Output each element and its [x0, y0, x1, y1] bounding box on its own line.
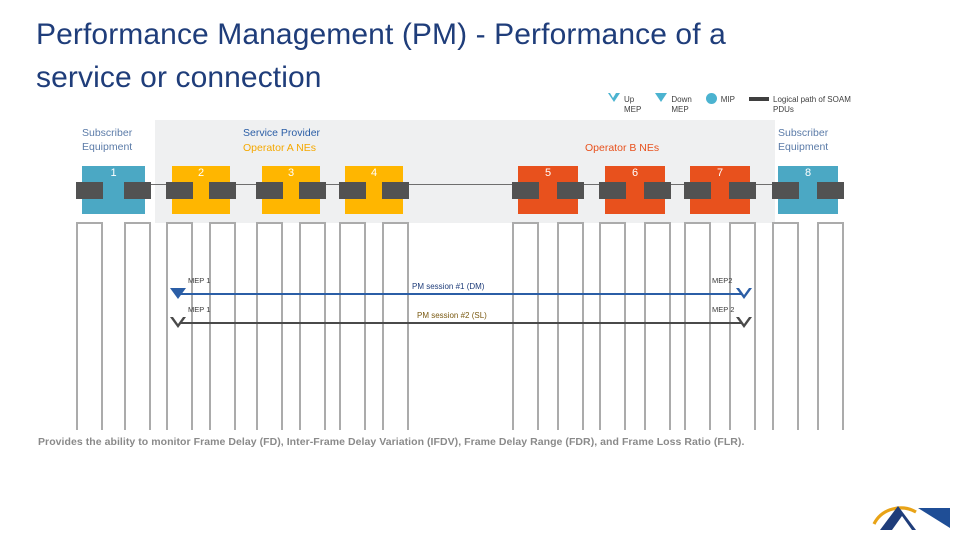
- node-port-left: [76, 182, 103, 199]
- session-dm-right-endpoint-icon: [736, 288, 752, 299]
- node-bracket: [299, 222, 326, 430]
- network-element-node[interactable]: 3: [256, 166, 326, 214]
- network-element-node[interactable]: 6: [599, 166, 671, 214]
- node-link: [744, 184, 784, 185]
- legend-item-logical-path: Logical path of SOAM PDUs: [749, 93, 851, 115]
- node-bracket: [76, 222, 103, 430]
- session-sl-left-endpoint-icon: [170, 317, 186, 328]
- triangle-hollow-icon: [608, 93, 620, 102]
- session-sl-left-endpoint-label: MEP 1: [188, 305, 211, 314]
- node-bracket: [382, 222, 409, 430]
- node-port-right: [817, 182, 844, 199]
- legend-item-up-mep: Up MEP: [608, 93, 641, 115]
- session-dm-left-endpoint-label: MEP 1: [188, 276, 211, 285]
- network-element-node[interactable]: 5: [512, 166, 584, 214]
- node-bracket: [256, 222, 283, 430]
- node-port-right: [729, 182, 756, 199]
- node-bracket: [209, 222, 236, 430]
- line-icon: [749, 97, 770, 101]
- triangle-filled-icon: [655, 93, 668, 102]
- node-label: 4: [370, 167, 378, 179]
- legend-label-up-mep: Up MEP: [624, 95, 642, 115]
- node-port-right: [209, 182, 236, 199]
- node-port-left: [512, 182, 539, 199]
- node-bracket: [166, 222, 193, 430]
- node-link: [224, 184, 268, 185]
- session-sl-label: PM session #2 (SL): [417, 311, 487, 320]
- label-operator-a: Operator A NEs: [243, 142, 316, 154]
- page-title: Performance Management (PM) - Performanc…: [36, 18, 726, 94]
- node-bracket: [339, 222, 366, 430]
- legend-label-mip: MIP: [720, 95, 736, 104]
- session-dm-label: PM session #1 (DM): [412, 282, 485, 291]
- session-line-sl: [178, 322, 744, 324]
- node-port-right: [124, 182, 151, 199]
- node-label: 8: [804, 167, 812, 179]
- node-port-right: [644, 182, 671, 199]
- node-label: 3: [287, 167, 295, 179]
- node-label: 7: [716, 167, 724, 179]
- legend-item-down-mep: Down MEP: [655, 93, 692, 115]
- node-link: [572, 184, 611, 185]
- node-bracket: [684, 222, 711, 430]
- network-element-node[interactable]: 7: [684, 166, 756, 214]
- node-port-left: [684, 182, 711, 199]
- node-link: [314, 184, 351, 185]
- node-bracket: [512, 222, 539, 430]
- node-bracket: [729, 222, 756, 430]
- legend-item-mip: MIP: [705, 93, 736, 105]
- node-label: 1: [110, 167, 117, 179]
- node-label: 2: [197, 167, 205, 179]
- legend-label-down-mep: Down MEP: [671, 95, 692, 115]
- node-bracket: [817, 222, 844, 430]
- node-link: [139, 184, 178, 185]
- node-bracket: [599, 222, 626, 430]
- node-port-right: [557, 182, 584, 199]
- label-service-provider: Service Provider: [243, 127, 321, 139]
- session-sl-right-endpoint-icon: [736, 317, 752, 328]
- node-label: 6: [631, 167, 639, 179]
- node-port-left: [339, 182, 366, 199]
- network-element-node[interactable]: 1: [76, 166, 151, 214]
- legend: Up MEP Down MEP MIP Logical path of SOAM…: [608, 93, 851, 115]
- node-port-left: [772, 182, 799, 199]
- node-link: [397, 184, 524, 185]
- slide-caption: Provides the ability to monitor Frame De…: [38, 436, 745, 448]
- company-logo: [872, 500, 950, 534]
- node-port-left: [599, 182, 626, 199]
- legend-label-logical-path: Logical path of SOAM PDUs: [773, 95, 851, 115]
- label-subscriber-equipment-left: Subscriber Equipment: [82, 127, 133, 153]
- network-element-node[interactable]: 2: [166, 166, 236, 214]
- session-sl-right-endpoint-label: MEP 2: [712, 305, 735, 314]
- network-element-node[interactable]: 8: [772, 166, 844, 214]
- node-bracket: [557, 222, 584, 430]
- session-dm-left-endpoint-icon: [170, 288, 186, 299]
- node-port-left: [166, 182, 193, 199]
- node-label: 5: [544, 167, 552, 179]
- service-provider-panel: [155, 120, 775, 223]
- label-subscriber-equipment-right: Subscriber Equipment: [778, 127, 829, 153]
- node-bracket: [772, 222, 799, 430]
- node-bracket: [644, 222, 671, 430]
- node-port-left: [256, 182, 283, 199]
- node-port-right: [299, 182, 326, 199]
- session-line-dm: [178, 293, 744, 295]
- label-operator-b: Operator B NEs: [585, 142, 660, 154]
- circle-icon: [705, 93, 717, 104]
- node-bracket: [124, 222, 151, 430]
- node-link: [659, 184, 696, 185]
- node-port-right: [382, 182, 409, 199]
- session-dm-right-endpoint-label: MEP2: [712, 276, 733, 285]
- network-element-node[interactable]: 4: [339, 166, 409, 214]
